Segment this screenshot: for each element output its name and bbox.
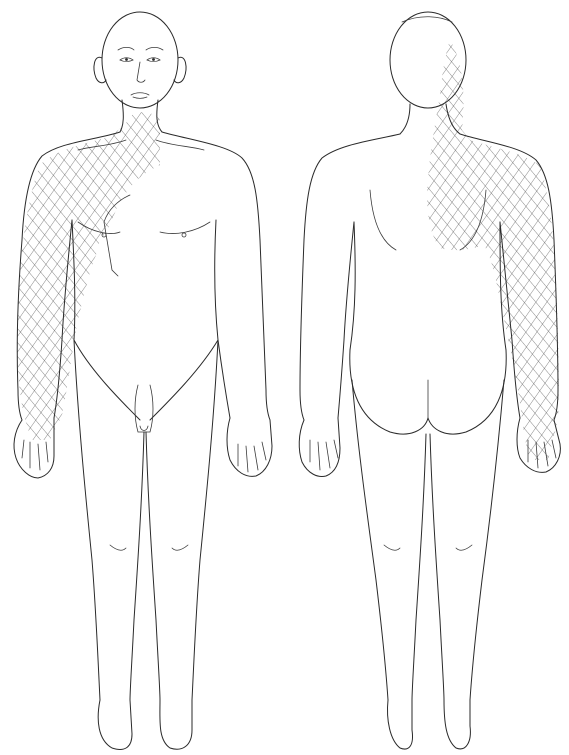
front-view <box>0 12 272 749</box>
front-shaded-region <box>0 100 200 460</box>
front-head <box>94 12 186 108</box>
back-view <box>299 12 569 749</box>
back-shaded-region <box>400 30 569 470</box>
front-legs <box>74 340 218 749</box>
back-legs <box>352 380 504 749</box>
